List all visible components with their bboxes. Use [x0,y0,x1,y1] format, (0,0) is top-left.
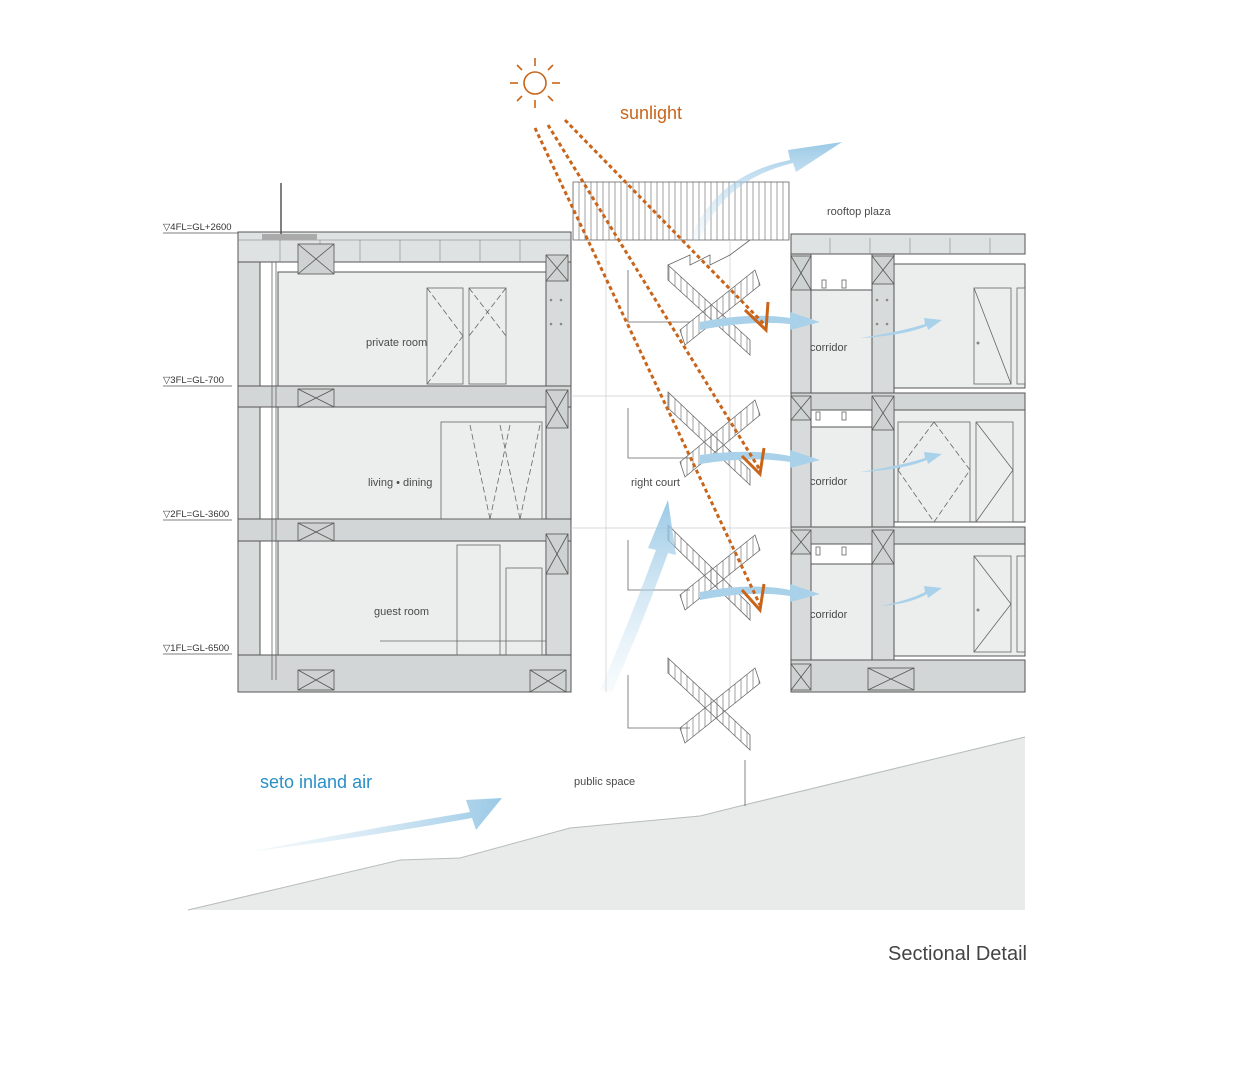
sunlight-label: sunlight [620,103,682,123]
court-stairs [571,181,791,806]
right-court-label: right court [631,477,680,489]
guest-room-space [277,540,547,656]
corridor-upper-label: corridor [810,342,848,354]
private-room-space [277,271,547,387]
seto-inland-air-label: seto inland air [260,772,372,792]
sun-icon [510,58,560,108]
sunlight-arrowheads [740,301,770,614]
level-2fl: ▽2FL=GL-3600 [163,509,229,520]
guest-room-label: guest room [374,606,429,618]
level-1fl: ▽1FL=GL-6500 [163,643,229,654]
private-room-label: private room [366,337,427,349]
sunlight-rays [533,118,767,606]
corridor-upper-space [810,289,873,394]
level-markers: ▽4FL=GL+2600 ▽3FL=GL-700 ▽2FL=GL-3600 ▽1… [163,222,238,655]
public-space-label: public space [574,776,635,788]
right-building [790,233,1026,693]
rooftop-plaza-label: rooftop plaza [827,206,891,218]
corridor-lower-space [810,563,873,661]
ground-slope [187,736,1026,911]
diagram-title: Sectional Detail [888,943,1027,965]
corridor-lower-label: corridor [810,609,848,621]
living-dining-label: living • dining [368,477,432,489]
air-flow-arrows [248,142,942,852]
living-dining-space [277,406,547,520]
left-building [237,183,572,693]
level-3fl: ▽3FL=GL-700 [163,375,224,386]
corridor-middle-label: corridor [810,476,848,488]
corridor-middle-space [810,426,873,531]
level-4fl: ▽4FL=GL+2600 [163,222,232,233]
